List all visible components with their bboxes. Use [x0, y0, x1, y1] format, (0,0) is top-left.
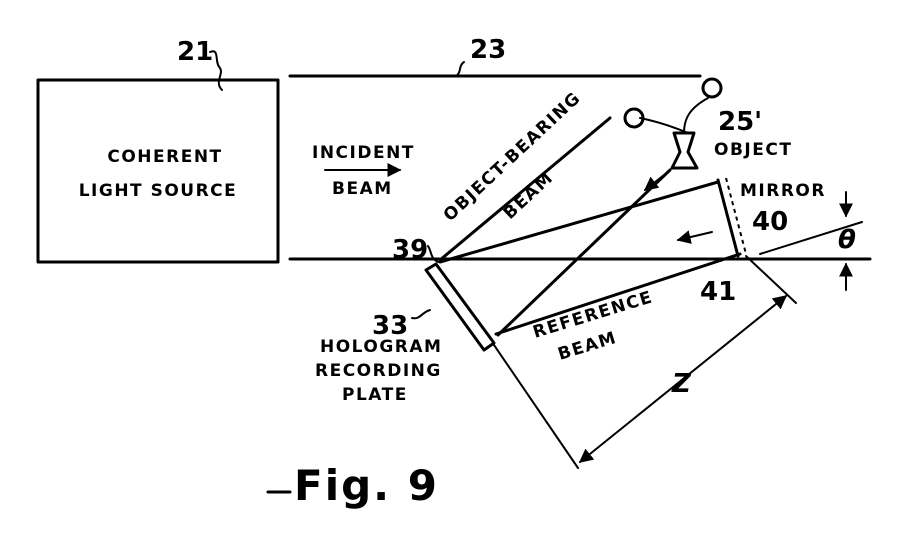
ref-33: 33	[372, 311, 408, 341]
mirror	[716, 177, 747, 258]
mirror-label: MIRROR	[740, 181, 826, 201]
reference-beam-upper	[438, 180, 720, 264]
object-label: OBJECT	[714, 140, 792, 160]
source-label-line2: LIGHT SOURCE	[79, 181, 238, 201]
mirror-reflect-arrow	[676, 230, 713, 244]
dimension-extension-plate	[493, 344, 579, 469]
theta-symbol: θ	[838, 225, 856, 255]
light-source-box: COHERENT LIGHT SOURCE	[36, 78, 280, 264]
object-beam-upper	[438, 116, 612, 262]
object-bearing-label-line2: BEAM	[500, 168, 558, 224]
source-label-line1: COHERENT	[107, 147, 222, 167]
incident-label-line2: BEAM	[332, 179, 393, 199]
plate-label-line2: RECORDING	[315, 361, 442, 381]
figure-caption: Fig. 9	[294, 461, 439, 510]
flower-icon	[623, 107, 645, 129]
leader-39	[427, 245, 439, 263]
ref-21: 21	[177, 37, 213, 67]
distance-label: Z	[671, 369, 692, 399]
theta-reference-line	[759, 221, 863, 255]
ref-23: 23	[470, 35, 506, 65]
object-beam-lower	[496, 168, 672, 337]
ref-25: 25'	[718, 107, 762, 137]
ref-39: 39	[392, 235, 428, 265]
ref-41: 41	[700, 277, 736, 307]
object-vase	[623, 77, 723, 170]
leader-21	[209, 50, 223, 91]
hologram-plate	[424, 262, 496, 352]
leader-33	[411, 309, 431, 320]
flower-icon	[701, 77, 723, 99]
plate-label-line1: HOLOGRAM	[320, 337, 442, 357]
incident-label-line1: INCIDENT	[312, 143, 415, 163]
leader-23	[455, 61, 465, 77]
reference-beam-lower	[494, 252, 742, 336]
plate-label-line3: PLATE	[342, 385, 408, 405]
distance-dimension-line	[578, 295, 788, 463]
ref-40: 40	[752, 207, 788, 237]
dimension-extension-mirror	[745, 255, 797, 304]
